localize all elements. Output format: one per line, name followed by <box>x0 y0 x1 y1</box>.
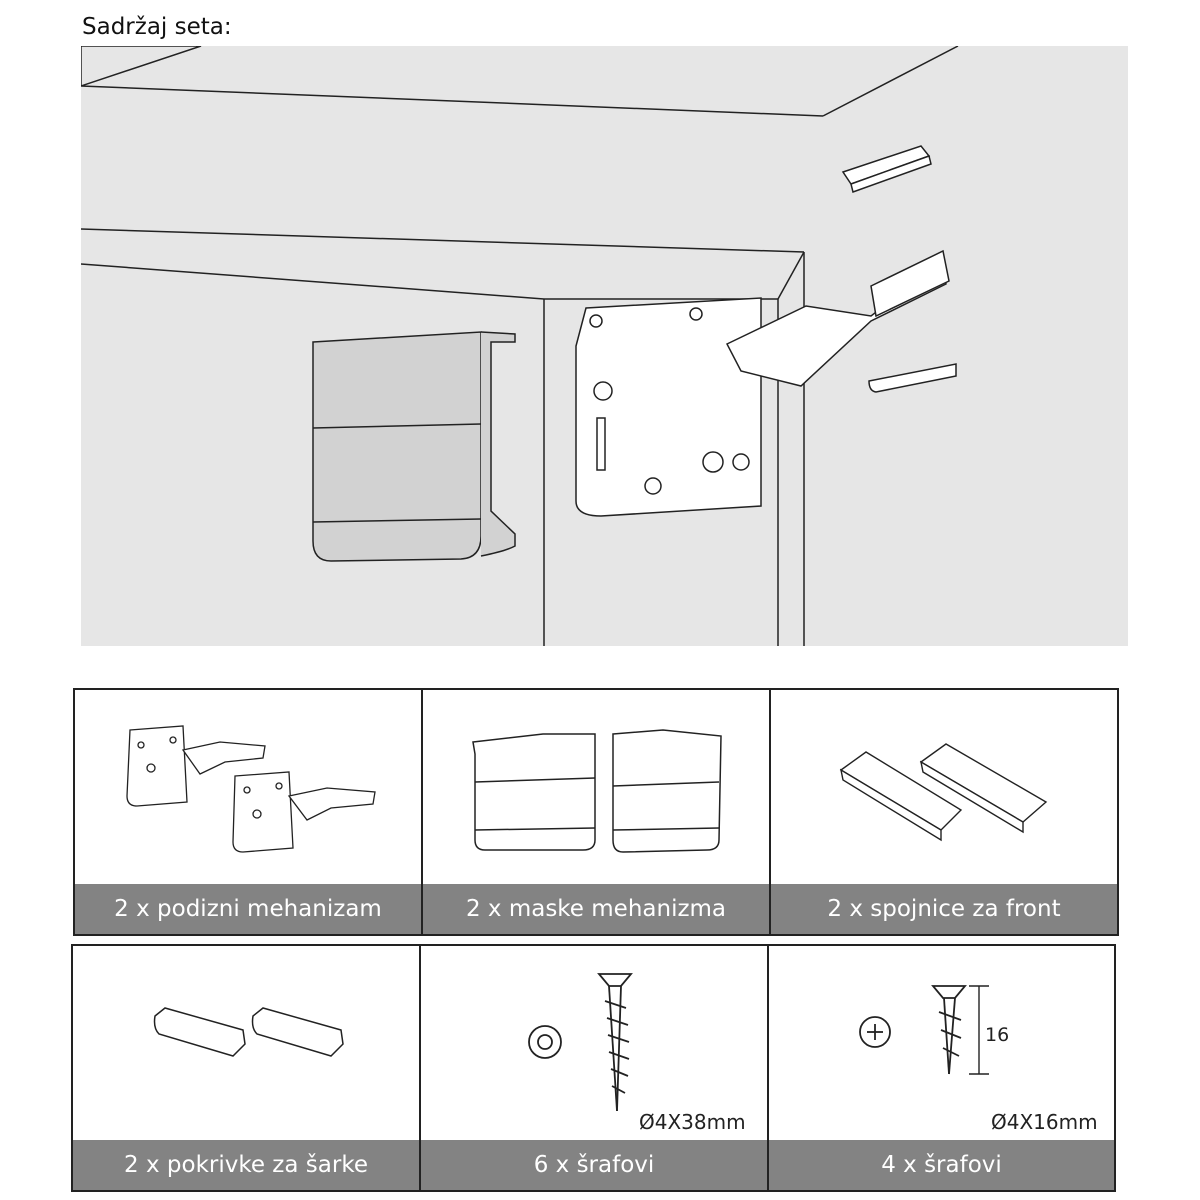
item-caption: 2 x spojnice za front <box>771 884 1117 934</box>
cabinet-top-panel <box>80 45 202 88</box>
hinge-cap-icon <box>868 363 957 393</box>
item-cell-mechanism-cover: 2 x maske mehanizma <box>421 688 771 936</box>
front-connector-icon <box>839 743 1048 842</box>
page-title: Sadržaj seta: <box>82 14 232 40</box>
item-cell-screws-16: 16 Ø4X16mm 4 x šrafovi <box>767 944 1116 1192</box>
lift-mechanism-icon <box>126 725 376 853</box>
item-caption: 2 x maske mehanizma <box>423 884 769 934</box>
assembly-illustration <box>80 45 1128 646</box>
item-caption: 4 x šrafovi <box>769 1140 1114 1190</box>
assembly-scene-svg <box>80 45 1128 646</box>
screw-length-label: 16 <box>985 1024 1010 1046</box>
screw-dimension-label: Ø4X38mm <box>639 1110 746 1134</box>
item-cell-screws-38: Ø4X38mm 6 x šrafovi <box>419 944 769 1192</box>
item-cell-lift-mechanism: 2 x podizni mehanizam <box>73 688 423 936</box>
front-connector-icon <box>841 145 932 193</box>
item-caption: 6 x šrafovi <box>421 1140 767 1190</box>
item-cell-hinge-caps: 2 x pokrivke za šarke <box>71 944 421 1192</box>
lift-mechanism-icon <box>575 249 950 517</box>
screw-icon <box>859 985 989 1075</box>
screw-icon <box>528 973 633 1112</box>
item-caption: 2 x pokrivke za šarke <box>73 1140 419 1190</box>
mechanism-cover-icon <box>312 331 516 562</box>
mechanism-cover-icon <box>472 729 722 853</box>
screw-dimension-label: Ø4X16mm <box>991 1110 1098 1134</box>
item-caption: 2 x podizni mehanizam <box>75 884 421 934</box>
hinge-cap-icon <box>153 1007 344 1057</box>
item-cell-front-connector: 2 x spojnice za front <box>769 688 1119 936</box>
